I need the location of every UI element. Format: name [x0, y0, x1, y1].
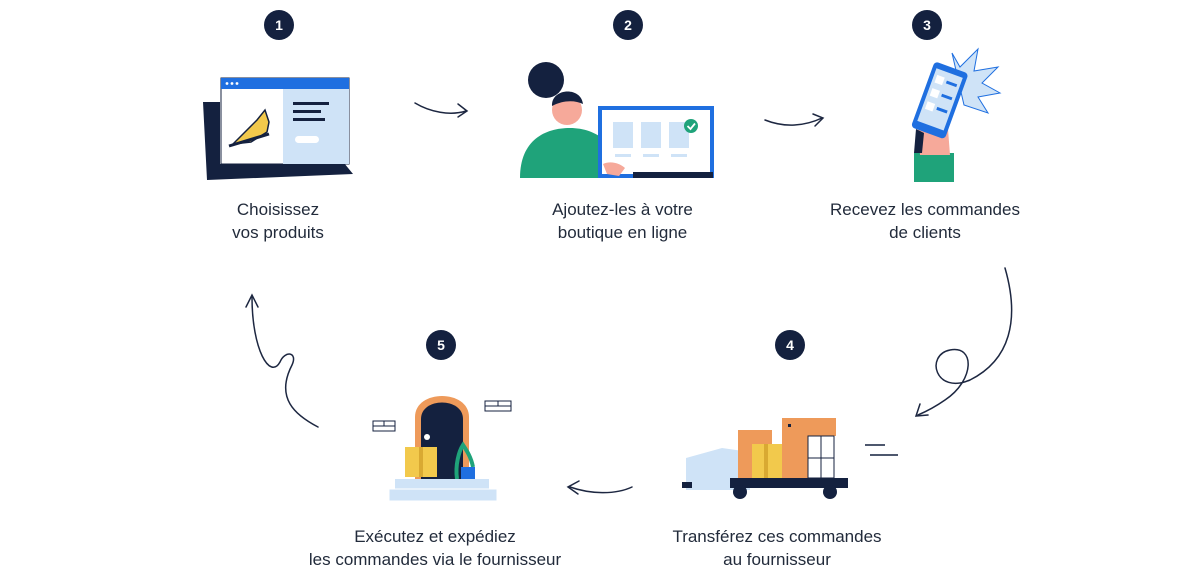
- step-2-label-line2: boutique en ligne: [557, 223, 688, 242]
- step-1-label: Choisissez vos produits: [178, 198, 378, 244]
- step-2-label-line1: Ajoutez-les à votre: [552, 200, 693, 219]
- step-4-label: Transférez ces commandes au fournisseur: [637, 525, 917, 571]
- step-5-label-line2: les commandes via le fournisseur: [308, 550, 562, 569]
- step-3-label: Recevez les commandes de clients: [800, 198, 1050, 244]
- ship-orders-illustration: [372, 396, 512, 502]
- arrow-5-to-1: [251, 296, 319, 428]
- step-3-badge: 3: [912, 10, 942, 40]
- step-4-label-line1: Transférez ces commandes: [672, 527, 882, 546]
- step-3-label-line2: de clients: [889, 223, 961, 242]
- arrow-1-to-2: [414, 102, 467, 114]
- step-1-label-line2: vos produits: [232, 223, 324, 242]
- arrow-4-to-5: [569, 486, 633, 494]
- receive-orders-illustration: [911, 47, 1002, 182]
- step-5-badge: 5: [426, 330, 456, 360]
- step-2-badge: 2: [613, 10, 643, 40]
- step-4-label-line2: au fournisseur: [723, 550, 831, 569]
- product-selection-illustration: [203, 77, 353, 180]
- step-3-label-line1: Recevez les commandes: [830, 200, 1020, 219]
- arrow-3-to-4: [917, 267, 1013, 416]
- arrow-2-to-3: [764, 117, 823, 126]
- step-4-badge: 4: [775, 330, 805, 360]
- step-1-label-line1: Choisissez: [236, 200, 320, 219]
- transfer-orders-illustration: [682, 418, 898, 499]
- step-2-label: Ajoutez-les à votre boutique en ligne: [510, 198, 735, 244]
- step-5-label-line1: Exécutez et expédiez: [354, 527, 516, 546]
- step-1-badge: 1: [264, 10, 294, 40]
- step-5-label: Exécutez et expédiez les commandes via l…: [270, 525, 600, 571]
- online-store-illustration: [520, 62, 714, 178]
